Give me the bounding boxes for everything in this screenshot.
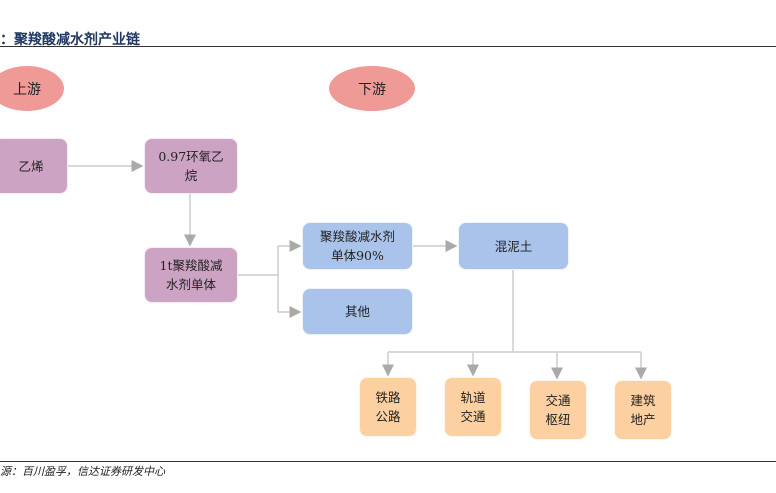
node-monomer: 1t聚羧酸减水剂单体 [144,247,238,303]
source-note: 源：百川盈孚，信达证券研发中心 [0,465,165,478]
node-rail-road: 铁路公路 [359,377,417,437]
title-divider [0,46,776,47]
figure-title: ：聚羧酸减水剂产业链 [0,32,140,48]
node-monomer-90: 聚羧酸减水剂单体90% [302,222,413,270]
node-concrete: 混泥土 [458,222,569,270]
footer-divider [0,461,776,462]
node-real-estate: 建筑地产 [614,380,672,440]
node-rail-transit: 轨道交通 [444,377,502,437]
node-other: 其他 [302,288,413,335]
downstream-label: 下游 [329,66,415,111]
node-transport-hub: 交通枢纽 [529,380,587,440]
upstream-label: 上游 [0,66,64,111]
node-ethylene-oxide: 0.97环氧乙烷 [144,138,238,194]
node-ethylene: 乙烯 [0,138,68,194]
